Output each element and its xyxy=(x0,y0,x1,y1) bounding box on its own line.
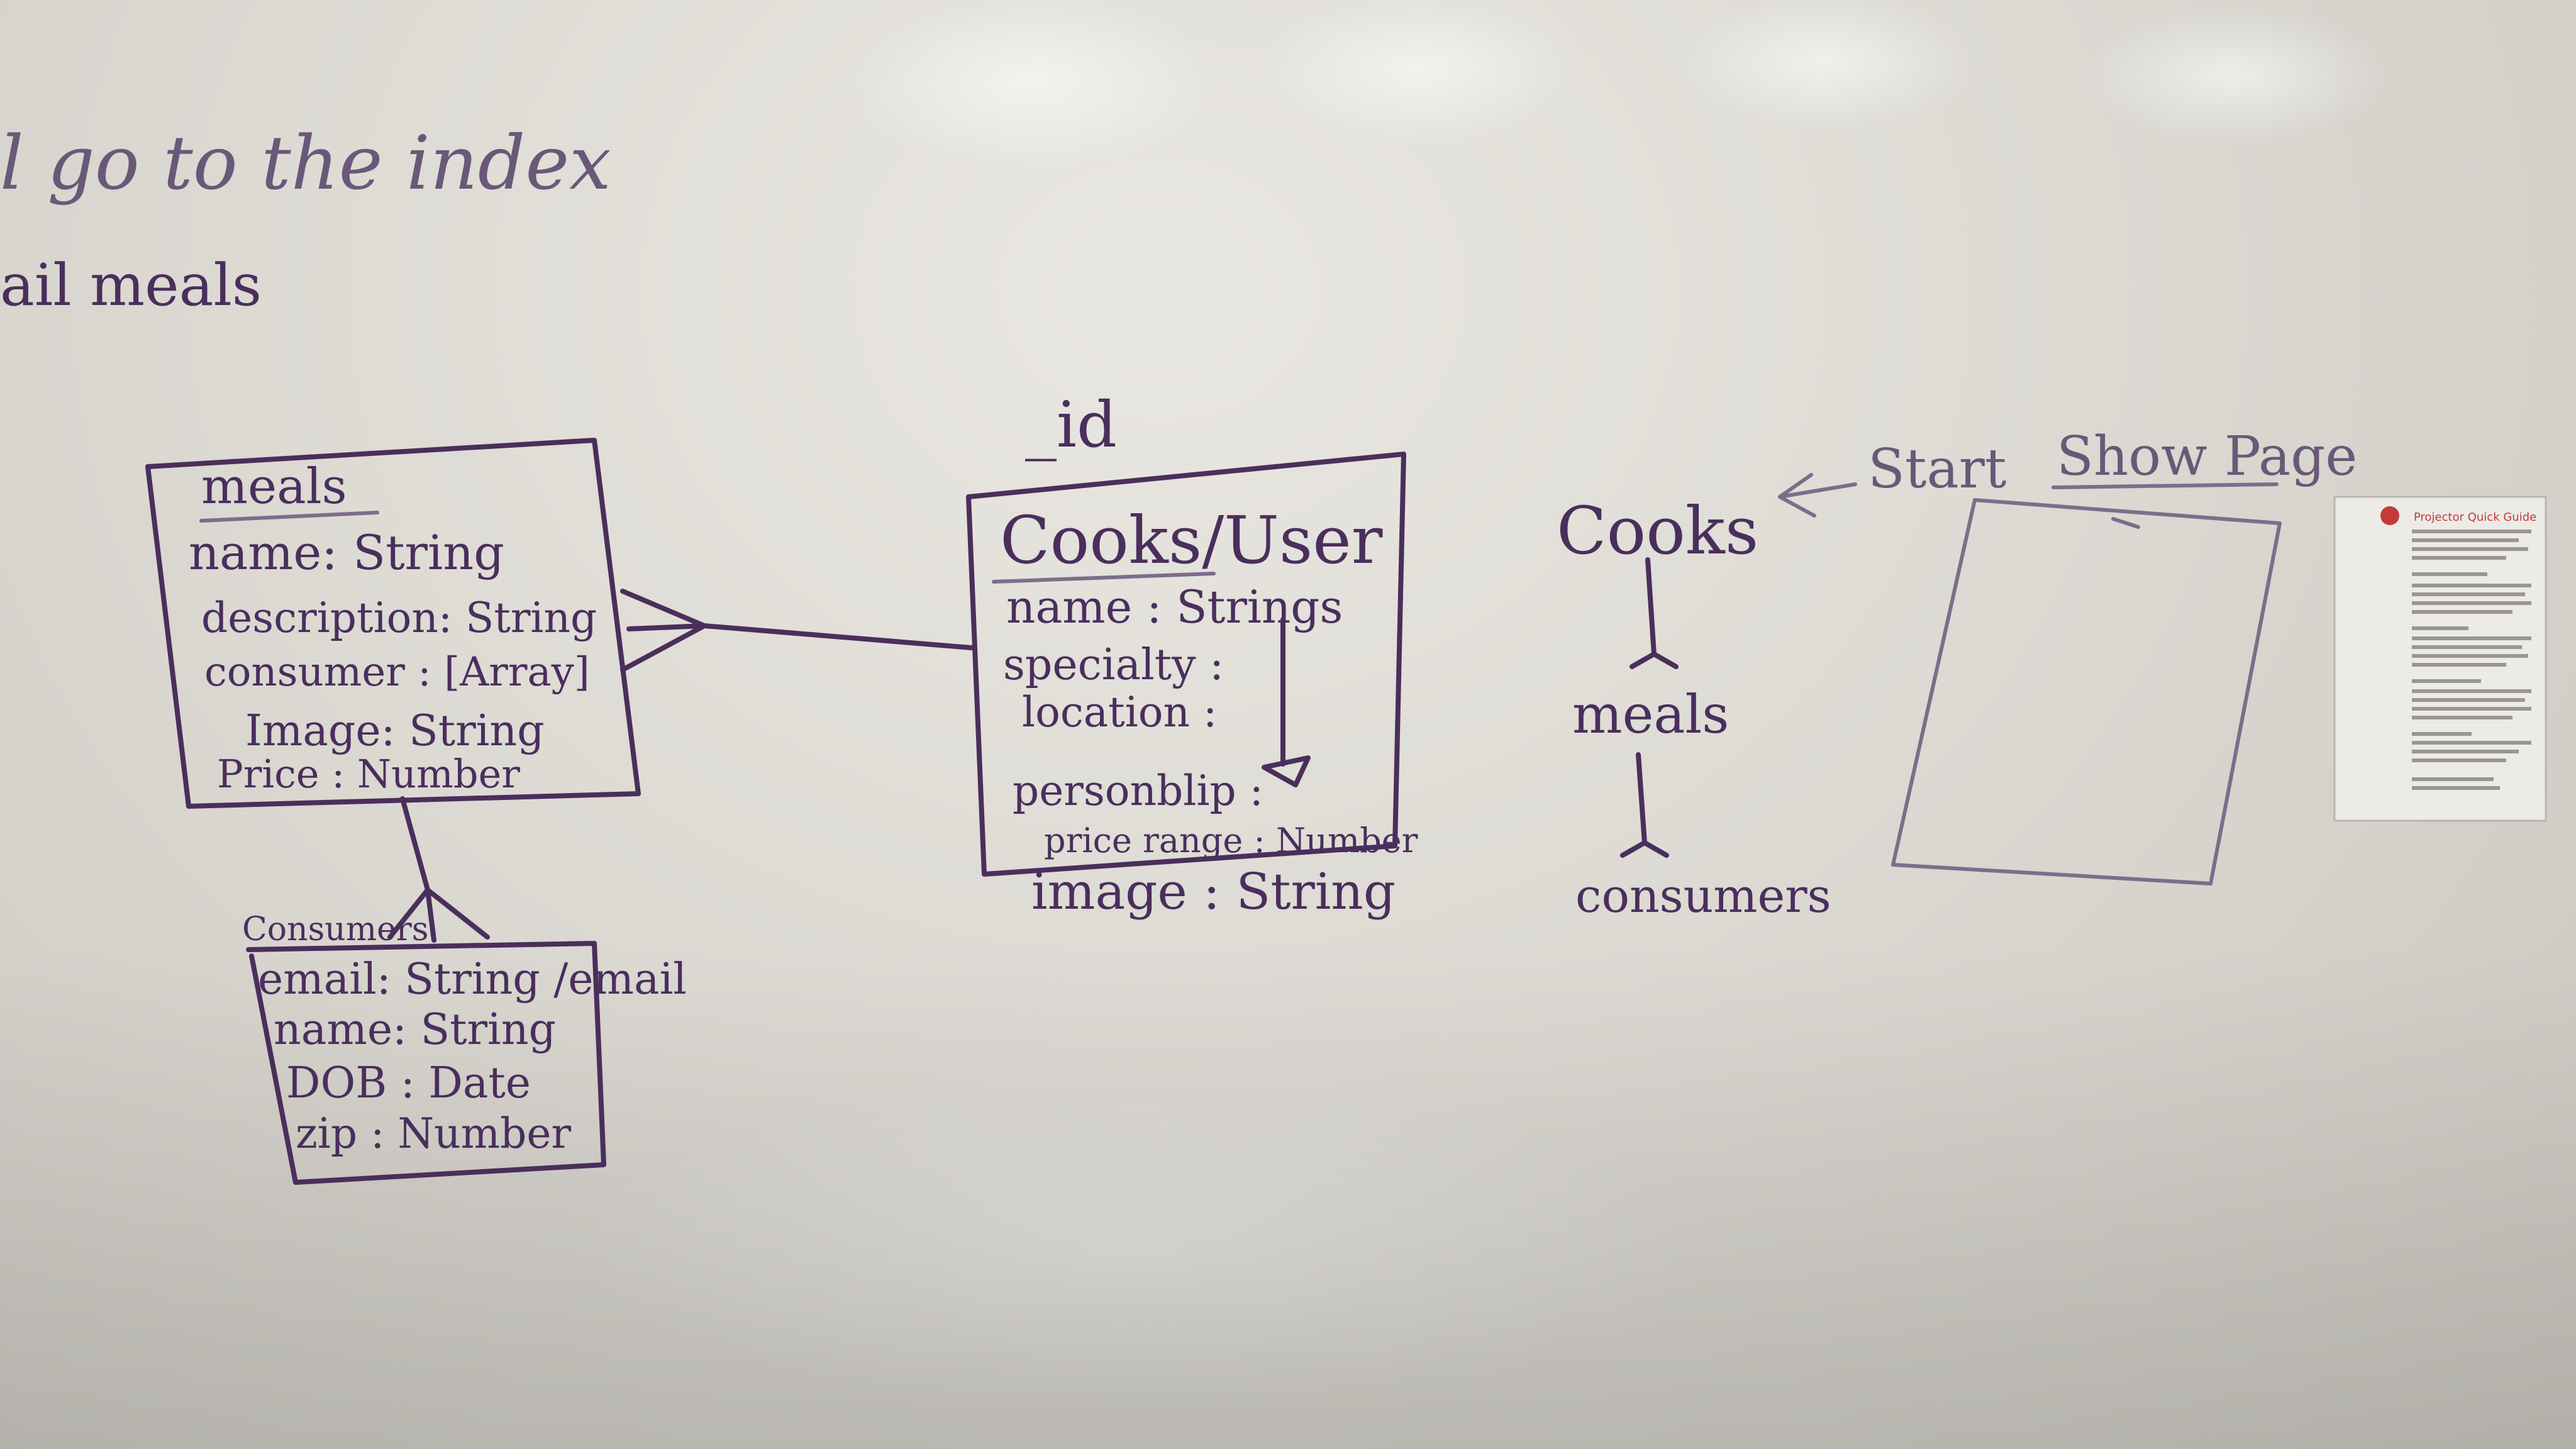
cooks-entity-box: _id Cooks/User name : Strings specialty … xyxy=(966,388,1418,921)
cooks-field: name : Strings xyxy=(1006,580,1343,633)
meals-consumers-relation xyxy=(387,796,490,943)
consumers-field: DOB : Date xyxy=(286,1058,531,1108)
relationship-hierarchy: Cooks meals consumers Start xyxy=(1557,438,2006,923)
consumers-title: Consumers xyxy=(242,911,428,948)
meals-field: Image: String xyxy=(245,706,545,756)
meals-field: description: String xyxy=(201,594,597,642)
hierarchy-middle: meals xyxy=(1572,684,1729,745)
cooks-field: specialty : xyxy=(1003,640,1224,690)
consumers-field: email: String /email xyxy=(258,955,687,1004)
meals-field: consumer : [Array] xyxy=(204,649,590,696)
hierarchy-bottom: consumers xyxy=(1575,869,1831,923)
notice-text-lines xyxy=(2412,530,2531,790)
cooks-field: personblip : xyxy=(1013,767,1263,815)
consumers-field: name: String xyxy=(274,1005,556,1055)
cooks-fields: name : Strings specialty : location : pe… xyxy=(1003,580,1418,860)
cooks-extra-field: image : String xyxy=(1031,862,1396,921)
consumers-fields: email: String /email name: String DOB : … xyxy=(258,955,687,1158)
cooks-id-label: _id xyxy=(1025,388,1117,462)
top-notes: l go to the index ail meals xyxy=(0,119,611,319)
cooks-field: location : xyxy=(1022,688,1217,736)
hierarchy-top: Cooks xyxy=(1557,492,1758,569)
meals-field: Price : Number xyxy=(217,751,520,797)
consumers-entity-box: Consumers email: String /email name: Str… xyxy=(242,911,687,1185)
hierarchy-start-note: Start xyxy=(1868,438,2006,501)
top-note-line1: l go to the index xyxy=(0,119,611,206)
meals-cooks-relation xyxy=(620,589,974,672)
meals-entity-box: meals name: String description: String c… xyxy=(145,438,641,809)
top-note-line2: ail meals xyxy=(0,252,262,319)
meals-fields: name: String description: String consume… xyxy=(189,525,597,797)
cooks-field: price range : Number xyxy=(1044,821,1418,860)
posted-notice: Projector Quick Guide xyxy=(2333,496,2547,822)
notice-title: Projector Quick Guide xyxy=(2414,511,2536,524)
notice-badge-icon xyxy=(2380,506,2399,525)
show-page-sketch: Show Page xyxy=(1891,425,2357,886)
meals-title: meals xyxy=(201,458,347,515)
meals-field: name: String xyxy=(189,525,504,580)
show-page-label: Show Page xyxy=(2057,425,2357,488)
consumers-field: zip : Number xyxy=(296,1109,571,1158)
cooks-title: Cooks/User xyxy=(1000,502,1383,579)
